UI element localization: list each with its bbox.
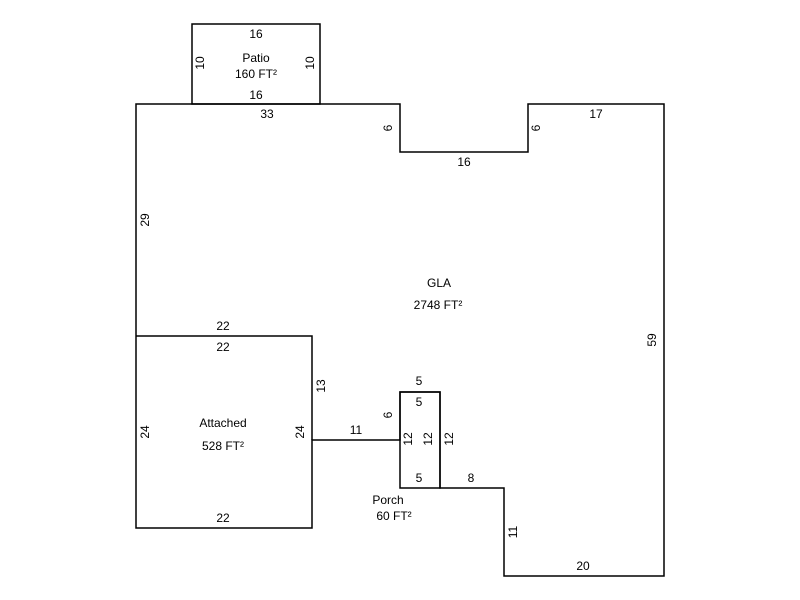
area-size-patio: 160 FT² <box>235 67 277 81</box>
dim-label: 5 <box>416 471 423 485</box>
area-size-porch: 60 FT² <box>376 509 411 523</box>
area-size-gla: 2748 FT² <box>414 298 463 312</box>
dim-label: 24 <box>293 425 307 439</box>
area-name-patio: Patio <box>242 51 270 65</box>
dim-label: 12 <box>421 432 435 446</box>
area-size-attached: 528 FT² <box>202 439 244 453</box>
dim-label: 17 <box>589 107 603 121</box>
area-name-gla: GLA <box>427 276 451 290</box>
porch-outline <box>399 391 441 489</box>
area-name-porch: Porch <box>372 493 403 507</box>
dim-label: 5 <box>416 395 423 409</box>
dim-label: 11 <box>506 525 520 538</box>
dim-label: 8 <box>468 471 475 485</box>
dim-label: 16 <box>249 88 263 102</box>
dim-label: 22 <box>216 319 230 333</box>
area-name-attached: Attached <box>199 416 246 430</box>
dim-label: 24 <box>138 425 152 439</box>
dim-label: 22 <box>216 340 230 354</box>
dim-label: 6 <box>381 124 395 131</box>
dim-label: 11 <box>350 423 363 437</box>
dim-label: 13 <box>314 379 328 393</box>
dim-label: 12 <box>442 432 456 446</box>
dim-label: 6 <box>529 124 543 131</box>
dim-label: 33 <box>260 107 274 121</box>
dim-label: 59 <box>645 333 659 347</box>
dim-label: 6 <box>381 411 395 418</box>
dim-label: 16 <box>457 155 471 169</box>
dim-label: 5 <box>416 374 423 388</box>
dim-label: 10 <box>303 56 317 70</box>
attached-outline <box>136 335 313 440</box>
dim-label: 10 <box>193 56 207 70</box>
dim-label: 12 <box>401 432 415 446</box>
dim-label: 29 <box>138 213 152 227</box>
dim-label: 16 <box>249 27 263 41</box>
dim-label: 20 <box>576 559 590 573</box>
dim-label: 22 <box>216 511 230 525</box>
gla-outline <box>135 103 665 577</box>
